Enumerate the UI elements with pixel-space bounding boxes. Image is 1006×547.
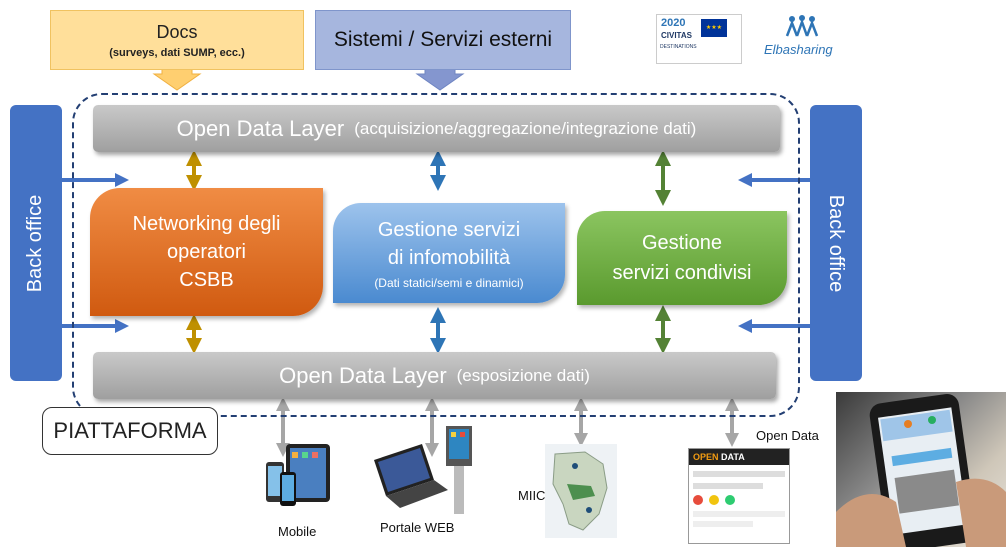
back-office-left: Back office: [10, 105, 62, 381]
open-data-layer-bottom: Open Data Layer (esposizione dati): [93, 352, 776, 399]
networking-line3: CSBB: [179, 269, 234, 291]
networking-line1: Networking degli: [132, 213, 281, 235]
miic-map-icon: [545, 444, 617, 538]
docs-down-arrow: [152, 67, 202, 91]
mobile-devices-icon: [266, 444, 330, 506]
back-office-right: Back office: [810, 105, 862, 381]
networking-box: Networking degli operatori CSBB: [90, 188, 323, 316]
infomobility-box: Gestione servizi di infomobilità (Dati s…: [333, 203, 565, 303]
open-data-logo-open: OPEN: [693, 452, 719, 462]
civitas-name: CIVITAS: [661, 31, 692, 40]
odl-bottom-title: Open Data Layer: [279, 362, 447, 388]
web-portal-label: Portale WEB: [380, 520, 455, 535]
web-portal-icon: [374, 426, 472, 514]
shared-services-box: Gestione servizi condivisi: [577, 211, 787, 305]
docs-box: Docs (surveys, dati SUMP, ecc.): [50, 10, 304, 70]
open-data-label: Open Data: [756, 428, 819, 443]
platform-frame: [72, 93, 800, 417]
networking-line2: operatori: [167, 241, 246, 263]
back-office-left-label: Back office: [24, 194, 47, 292]
external-down-arrow: [415, 67, 465, 91]
platform-label: PIATTAFORMA: [42, 407, 218, 455]
elbasharing-text: Elbasharing: [764, 42, 833, 57]
infomobility-line2: di infomobilità: [387, 247, 511, 269]
eu-flag-icon: ★★★: [701, 19, 727, 37]
odl-top-subtitle: (acquisizione/aggregazione/integrazione …: [354, 118, 697, 138]
shared-line1: Gestione: [641, 232, 723, 254]
docs-title: Docs: [156, 21, 198, 42]
infomobility-line1: Gestione servizi: [377, 219, 521, 241]
smartphone-photo: [836, 392, 1006, 547]
open-data-header: OPEN DATA: [689, 449, 789, 465]
infomobility-line3: (Dati statici/semi e dinamici): [374, 276, 524, 290]
open-data-screenshot: OPEN DATA: [688, 448, 790, 544]
mobile-label: Mobile: [278, 524, 317, 539]
odl-top-title: Open Data Layer: [176, 115, 345, 141]
elbasharing-figures-icon: [785, 15, 819, 37]
civitas-year: 2020: [661, 17, 686, 29]
civitas-sub: DESTINATIONS: [660, 44, 697, 50]
shared-line2: servizi condivisi: [612, 262, 752, 284]
external-systems-box: Sistemi / Servizi esterni: [315, 10, 571, 70]
docs-subtitle: (surveys, dati SUMP, ecc.): [109, 46, 245, 59]
civitas-logo: 2020 CIVITAS DESTINATIONS ★★★: [656, 14, 742, 64]
open-data-logo-data: DATA: [721, 452, 745, 462]
open-data-layer-top: Open Data Layer (acquisizione/aggregazio…: [93, 105, 780, 152]
smartphone-in-hand-icon: [836, 394, 1006, 547]
odl-bottom-subtitle: (esposizione dati): [456, 365, 590, 385]
external-systems-title: Sistemi / Servizi esterni: [333, 28, 553, 51]
back-office-right-label: Back office: [825, 194, 848, 292]
elbasharing-logo: Elbasharing: [762, 14, 842, 64]
miic-label: MIIC: [518, 488, 546, 503]
